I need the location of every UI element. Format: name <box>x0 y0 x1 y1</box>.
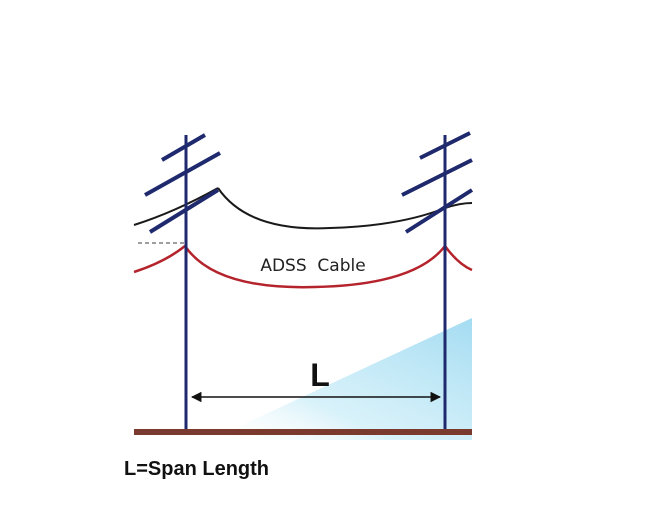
power-line-left-segment <box>133 187 219 226</box>
adss-cable-main-span <box>183 245 446 289</box>
left-pole <box>144 133 221 432</box>
power-line-main-span <box>217 187 473 230</box>
span-length-caption: L=Span Length <box>124 458 269 480</box>
adss-cable-left-segment <box>133 245 186 274</box>
adss-cable-right-segment <box>443 245 473 272</box>
background-shade <box>210 318 472 440</box>
adss-cable-label: ADSS Cable <box>260 256 365 276</box>
ground-line <box>134 429 472 435</box>
span-length-symbol: L <box>310 357 330 393</box>
right-pole <box>401 131 474 432</box>
